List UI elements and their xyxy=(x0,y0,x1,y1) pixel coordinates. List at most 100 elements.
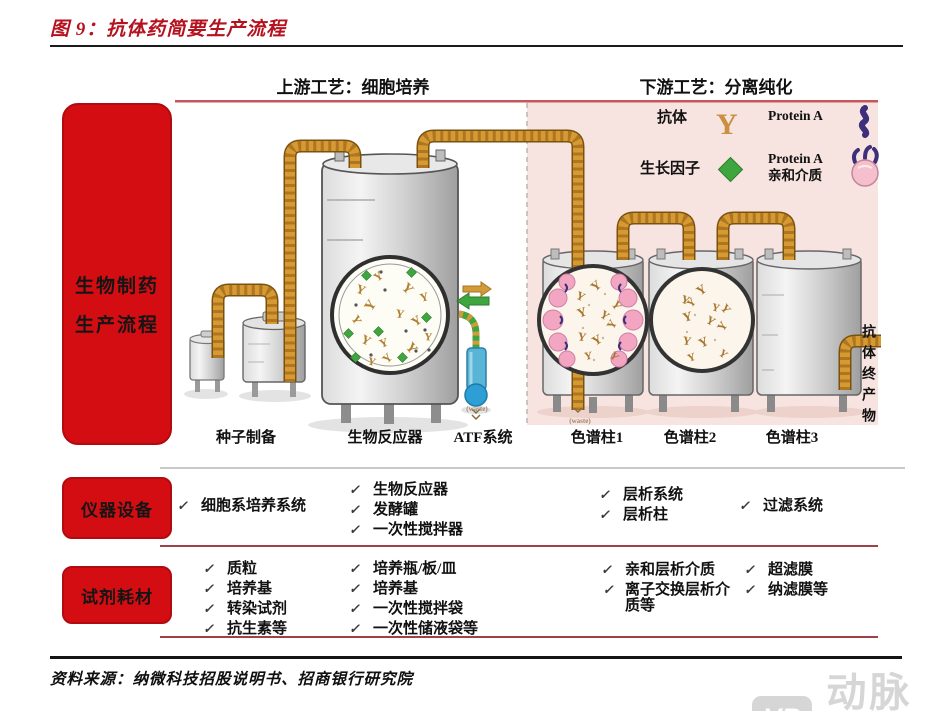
bioreactor-window: Y Y Y Y Y Y Y Y Y Y Y Y Y Y xyxy=(330,255,450,375)
downstream-header: 下游工艺：分离纯化 xyxy=(639,78,793,97)
checklist-item: ✓ 一次性搅拌袋 xyxy=(348,601,478,617)
checklist-item-label: 培养基 xyxy=(373,581,419,597)
svg-text:Y: Y xyxy=(686,351,698,365)
antibody-icon: Y xyxy=(716,108,738,141)
label-column-2: 色谱柱2 xyxy=(663,430,717,446)
reagents-box: 试剂耗材 xyxy=(62,566,172,624)
check-icon: ✓ xyxy=(743,582,758,597)
svg-text:Y: Y xyxy=(366,355,377,369)
checklist-item-label: 抗生素等 xyxy=(227,621,288,637)
legend-antibody-label: 抗体 xyxy=(656,110,687,126)
svg-text:Y: Y xyxy=(681,333,692,348)
footer-divider xyxy=(50,656,902,659)
section-divider-maroon-1 xyxy=(160,545,878,547)
diagram-top-border xyxy=(175,100,878,103)
checklist-item: ✓ 一次性储液袋等 xyxy=(348,621,479,637)
growth-factor-icon xyxy=(717,156,744,183)
checklist-item: ✓发酵罐 xyxy=(349,502,463,518)
protein-a-glyphs xyxy=(559,283,627,351)
column2-window: Y Y Y Y Y Y Y Y Y Y Y Y xyxy=(649,267,755,373)
check-icon: ✓ xyxy=(202,621,217,636)
checklist-item-label: 超滤膜 xyxy=(768,562,814,578)
instruments-box: 仪器设备 xyxy=(62,477,172,539)
legend-protein-a-media-label: Protein A 亲和介质 xyxy=(768,150,823,184)
process-diagram: Y Y Y Y Y Y Y Y Y Y Y Y Y Y xyxy=(175,100,905,465)
check-icon: ✓ xyxy=(738,498,753,513)
checklist-item: ✓ 层析柱 xyxy=(598,507,683,523)
check-icon: ✓ xyxy=(348,482,363,497)
checklist-item: ✓ 生物反应器 xyxy=(348,482,463,498)
checklist-item: ✓细胞系培养系统 xyxy=(177,498,307,514)
transfer-pipes xyxy=(211,129,881,410)
checklist-item-label: 亲和层析介质 xyxy=(625,562,716,578)
instruments-col-4: ✓过滤系统 xyxy=(738,498,824,518)
check-icon: ✓ xyxy=(600,562,615,577)
reagents-box-label: 试剂耗材 xyxy=(81,587,153,607)
protein-a-media-icon xyxy=(851,145,879,187)
checklist-item-label: 质粒 xyxy=(227,561,258,577)
instruments-col-1: ✓细胞系培养系统 xyxy=(177,498,307,518)
instruments-col-3: ✓ 层析系统 ✓ 层析柱 xyxy=(598,487,684,527)
checklist-item: ✓超滤膜 xyxy=(744,562,828,578)
protein-a-icon xyxy=(858,105,870,138)
checklist-item: ✓ 质粒 xyxy=(202,561,287,577)
affinity-media-beads xyxy=(542,273,644,368)
check-icon: ✓ xyxy=(602,582,617,597)
checklist-item-label: 生物反应器 xyxy=(373,482,449,498)
figure-title: 图 9：抗体药简要生产流程 xyxy=(50,19,287,40)
reagents-col-2: ✓培养瓶/板/皿 ✓培养基 ✓一次性搅拌袋 ✓一次性储液袋等 xyxy=(348,561,479,641)
checklist-item-label: 培养基 xyxy=(227,581,273,597)
checklist-item: ✓ 培养基 xyxy=(202,581,287,597)
check-icon: ✓ xyxy=(202,581,217,596)
checklist-item: ✓ 亲和层析介质 xyxy=(600,562,737,578)
speckles xyxy=(581,292,607,362)
speckles xyxy=(685,313,717,342)
column1-waste-label: (waste) xyxy=(569,417,591,425)
check-icon: ✓ xyxy=(348,522,363,537)
label-bioreactor: 生物反应器 xyxy=(347,430,423,446)
check-icon: ✓ xyxy=(348,601,363,616)
flow-box-line2: 生产流程 xyxy=(74,315,159,336)
checklist-item: ✓培养基 xyxy=(349,581,478,597)
section-divider-gray xyxy=(160,467,905,469)
watermark-logo: VB 动脉网 xyxy=(752,660,952,711)
check-icon: ✓ xyxy=(348,621,363,636)
reagents-col-3: ✓ 亲和层析介质 ✓离子交换层析介质等 xyxy=(600,562,737,618)
checklist-item-label: 发酵罐 xyxy=(373,502,419,518)
checklist-item-label: 一次性搅拌袋 xyxy=(373,601,464,617)
checklist-item: ✓ 一次性搅拌器 xyxy=(348,522,464,538)
checklist-item-label: 层析柱 xyxy=(623,507,669,523)
checklist-item: ✓ 纳滤膜等 xyxy=(743,582,829,598)
checklist-item-label: 层析系统 xyxy=(623,487,684,503)
svg-text:Y: Y xyxy=(681,308,695,325)
checklist-item-label: 纳滤膜等 xyxy=(768,582,829,598)
checklist-item: ✓转染试剂 xyxy=(203,601,288,617)
checklist-item: ✓离子交换层析介质等 xyxy=(602,582,737,614)
checklist-item-label: 一次性搅拌器 xyxy=(373,522,464,538)
legend-growth-factor-label: 生长因子 xyxy=(639,161,700,177)
svg-text:Y: Y xyxy=(576,329,587,344)
watermark-badge-icon: VB xyxy=(752,696,813,711)
instruments-box-label: 仪器设备 xyxy=(81,500,153,520)
atf-system xyxy=(456,281,492,421)
svg-text:Y: Y xyxy=(583,350,593,363)
checklist-item: ✓ 层析系统 xyxy=(598,487,684,503)
section-divider-maroon-2 xyxy=(160,636,878,638)
check-icon: ✓ xyxy=(348,561,363,576)
checklist-item-label: 细胞系培养系统 xyxy=(201,498,307,514)
flow-box-line1: 生物制药 xyxy=(74,276,159,297)
checklist-item: ✓培养瓶/板/皿 xyxy=(348,561,478,577)
check-icon: ✓ xyxy=(598,487,613,502)
label-seed-prep: 种子制备 xyxy=(215,430,277,446)
upstream-header: 上游工艺：细胞培养 xyxy=(276,78,430,97)
checklist-item-label: 一次性储液袋等 xyxy=(373,621,479,637)
check-icon: ✓ xyxy=(598,507,613,522)
reagents-col-1: ✓ 质粒 ✓ 培养基 ✓转染试剂 ✓ 抗生素等 xyxy=(202,561,288,641)
flow-stage-box: 生物制药 生产流程 xyxy=(62,103,172,445)
label-atf-system: ATF系统 xyxy=(453,430,513,446)
check-icon: ✓ xyxy=(202,561,217,576)
source-note: 资料来源：纳微科技招股说明书、招商银行研究院 xyxy=(50,671,414,688)
column1-window: Y Y Y Y Y Y Y Y Y Y xyxy=(537,264,649,414)
chromatography-column-3 xyxy=(756,248,862,412)
